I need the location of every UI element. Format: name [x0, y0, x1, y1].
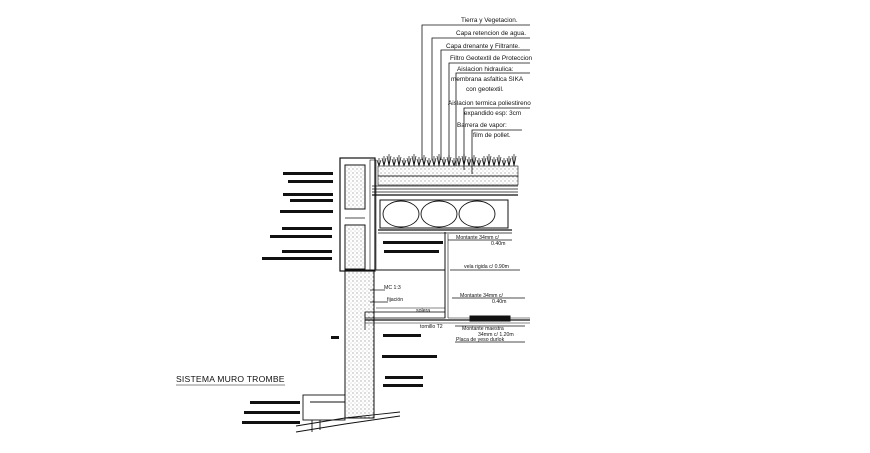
grass-tuft — [511, 154, 517, 167]
callout-vapor-barrier: Barrera de vapor: — [457, 122, 507, 129]
grass-tuft — [406, 156, 412, 167]
foundation-step — [295, 394, 401, 433]
grass-tuft — [501, 158, 507, 167]
callout-stud-34-b-spacing: 0.40m — [492, 299, 506, 305]
callout-film: film de pollet. — [473, 132, 511, 139]
drawing-title: SISTEMA MURO TROMBE — [176, 374, 285, 384]
grass-tuft — [461, 154, 467, 167]
grass-tuft — [466, 157, 472, 167]
interior-frame — [364, 232, 530, 330]
grass-tuft — [486, 154, 492, 167]
grass-tuft — [401, 158, 407, 167]
grass-tuft — [456, 156, 462, 167]
grass-tuft — [391, 157, 397, 167]
grass-tuft — [431, 156, 437, 167]
grass-tuft — [381, 156, 387, 167]
callout-asphalt-membrane: membrana asfaltica SIKA — [451, 76, 524, 83]
grass-tuft — [451, 158, 457, 167]
callout-stud-34-a-spacing: 0.40m — [491, 241, 505, 247]
callout-solera: solera — [416, 308, 430, 314]
callout-master-stud: Montante maestra — [462, 326, 504, 332]
grass-tuft — [441, 157, 447, 167]
callout-master-stud-spacing: 34mm c/ 1.20m — [478, 332, 514, 338]
callout-geotextile-filter: Filtro Geotextil de Proteccion — [450, 55, 532, 62]
redacted-labels — [242, 172, 443, 424]
joist-ellipse-2 — [420, 200, 458, 228]
grass-tuft — [411, 154, 417, 167]
callout-expanded-thickness: expandido esp: 3cm — [464, 110, 521, 117]
green-roof-vegetation — [376, 154, 517, 167]
callout-gypsum-board: Placa de yeso durlok — [456, 337, 505, 343]
callout-mc: MC 1:3 — [384, 285, 401, 291]
grass-tuft — [396, 155, 402, 167]
right-leader-lines — [370, 239, 525, 343]
grass-tuft — [436, 154, 442, 167]
grass-tuft — [496, 155, 502, 167]
callout-with-geotextile: con geotextil. — [466, 86, 504, 93]
callout-fijacion: fijación — [387, 297, 403, 303]
grass-tuft — [416, 157, 422, 167]
top-leader-lines — [421, 24, 530, 174]
grass-tuft — [426, 158, 432, 167]
trombe-wall — [339, 157, 377, 419]
callout-vegetation: Tierra y Vegetacion. — [461, 17, 518, 24]
grass-tuft — [481, 156, 487, 167]
joist-ellipse-3 — [458, 200, 496, 228]
grass-tuft — [491, 157, 497, 167]
callout-tornillo: tornillo T2 — [420, 324, 443, 330]
grass-tuft — [376, 158, 382, 167]
callout-drainage-layer: Capa drenante y Filtrante. — [446, 43, 520, 50]
grass-tuft — [506, 156, 512, 167]
grass-tuft — [421, 155, 427, 167]
grass-tuft — [471, 155, 477, 167]
callout-rigid-beam: vela rigida c/ 0.90m — [464, 264, 509, 270]
callout-thermal-insulation: Aislacion termica poliestireno — [448, 100, 531, 107]
callout-stud-34-b: Montante 34mm c/ — [460, 293, 504, 299]
roof-layers — [372, 165, 519, 234]
grass-tuft — [386, 154, 392, 167]
joist-ellipse-1 — [382, 200, 420, 228]
callout-water-retention: Capa retencion de agua. — [456, 30, 526, 37]
grass-tuft — [446, 155, 452, 167]
grass-tuft — [476, 158, 482, 167]
callout-hydraulic-insulation: Aislacion hidraulica: — [457, 66, 514, 73]
callout-stud-34-a: Montante 34mm c/ — [456, 235, 500, 241]
